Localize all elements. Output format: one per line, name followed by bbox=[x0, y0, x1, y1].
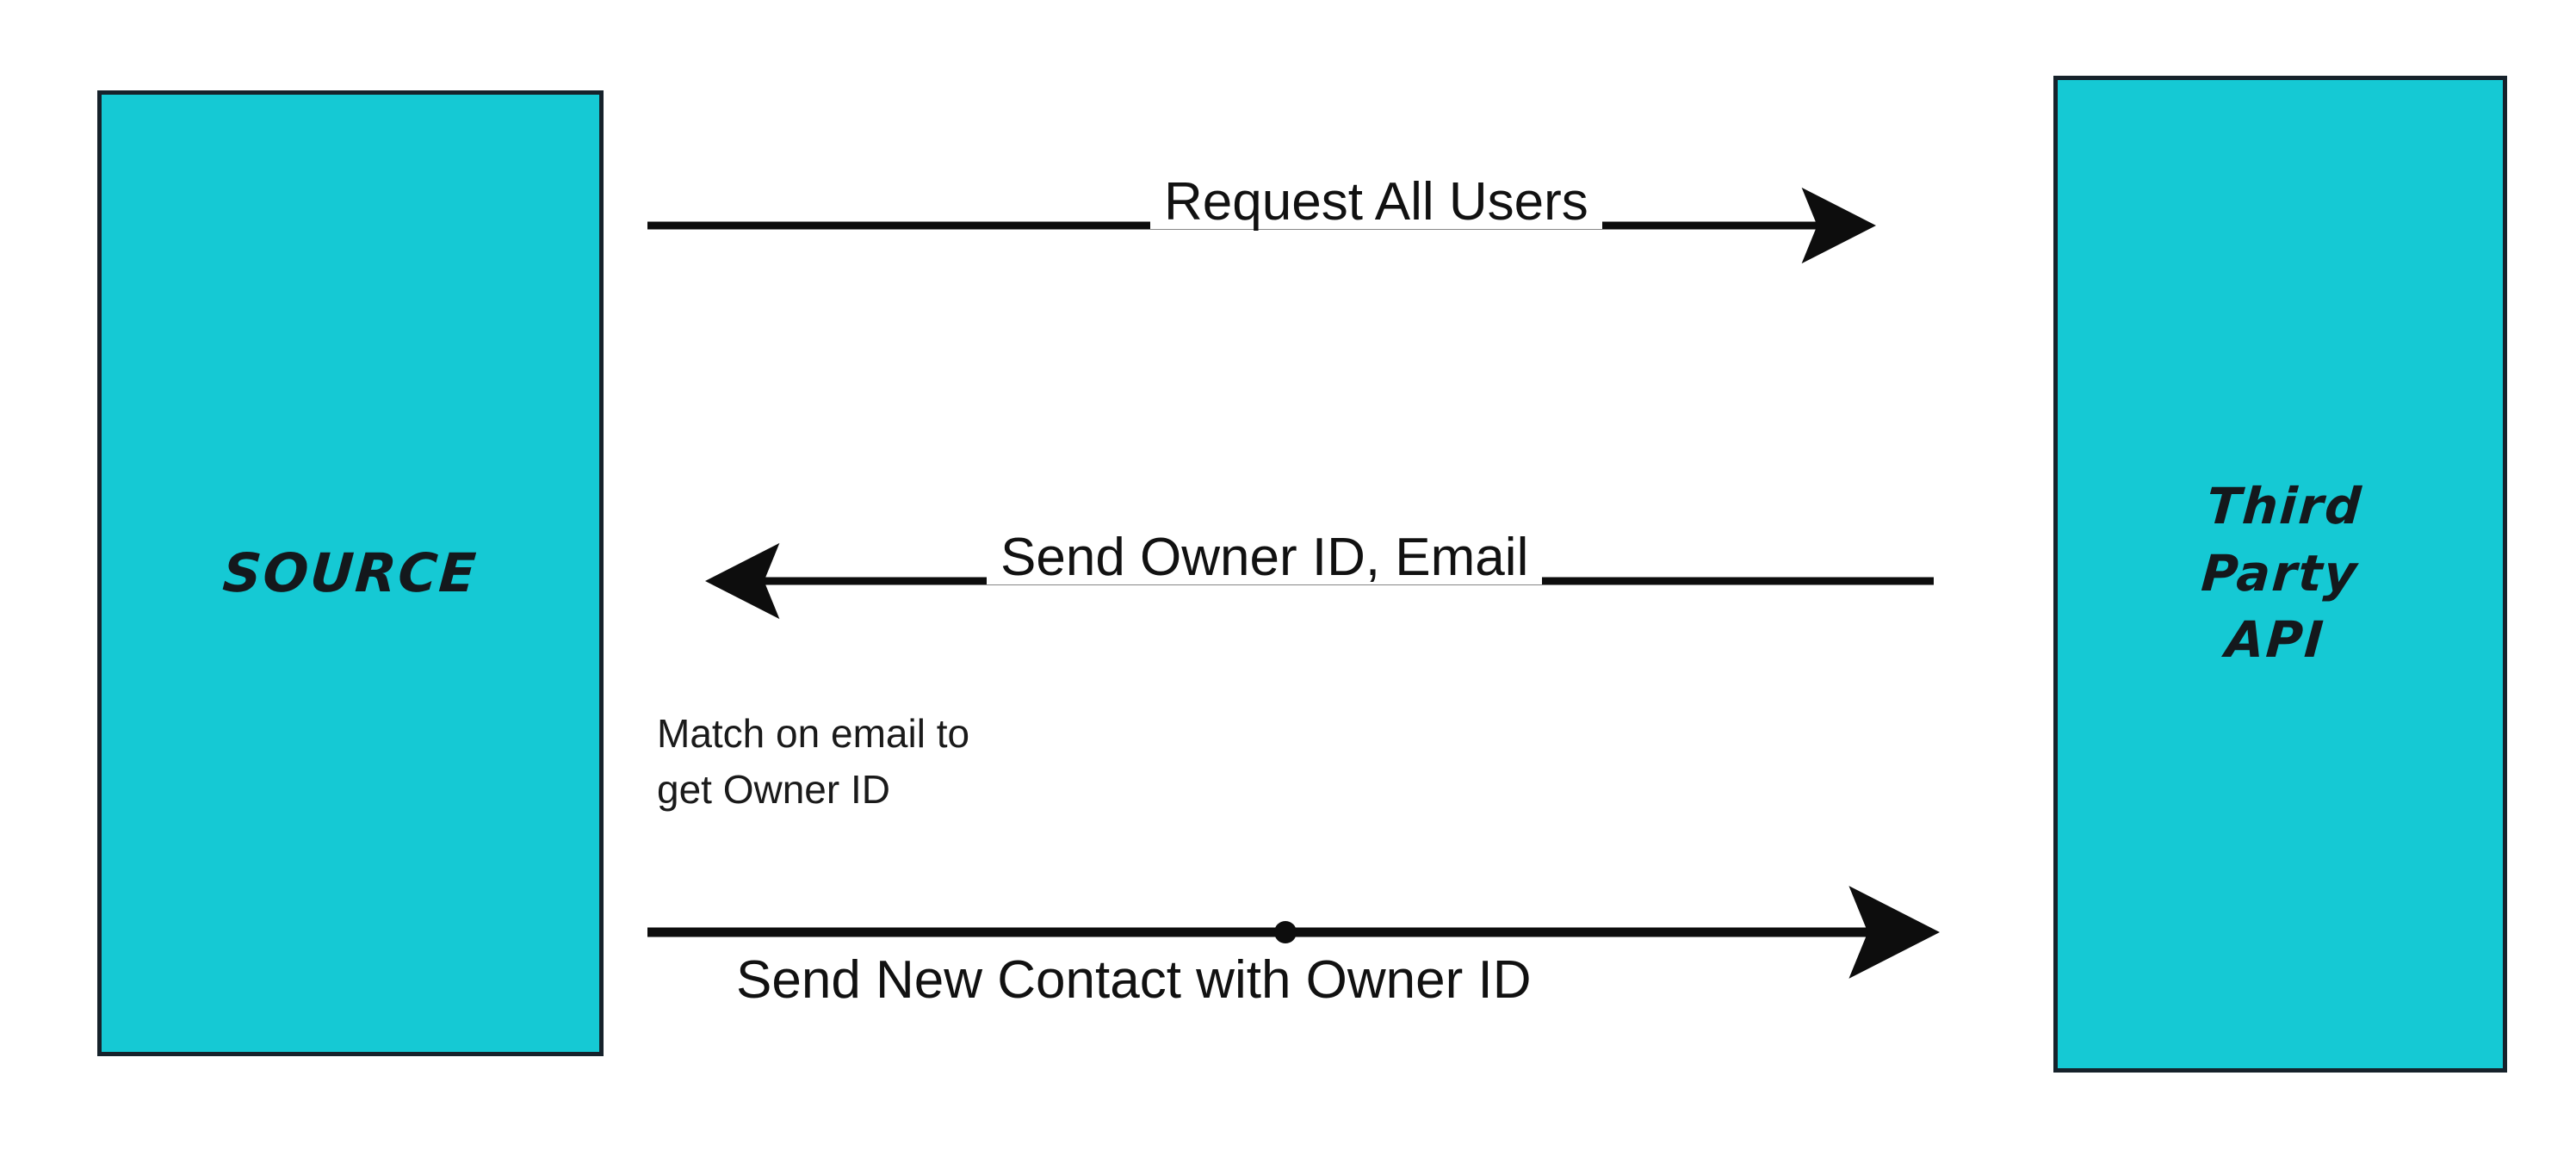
edge-send-new-contact bbox=[647, 886, 1941, 979]
note-match-on-email: Match on email to get Owner ID bbox=[657, 711, 970, 813]
node-label-line-2: Party bbox=[2200, 544, 2361, 603]
node-third-party-api[interactable]: Third Party API bbox=[2053, 76, 2507, 1073]
node-third-party-api-label: Third Party API bbox=[2195, 473, 2365, 674]
node-source-label: SOURCE bbox=[220, 541, 480, 605]
node-label-line-1: Third bbox=[2205, 477, 2365, 536]
node-source[interactable]: SOURCE bbox=[97, 90, 604, 1056]
edge-label-send-new-contact: Send New Contact with Owner ID bbox=[736, 950, 1532, 1010]
edge-label-send-owner-id-email: Send Owner ID, Email bbox=[987, 531, 1543, 584]
edge-label-request-all-users: Request All Users bbox=[1150, 176, 1602, 229]
edge-midpoint-marker-icon bbox=[1274, 921, 1297, 943]
node-label-line-3: API bbox=[2224, 610, 2327, 670]
